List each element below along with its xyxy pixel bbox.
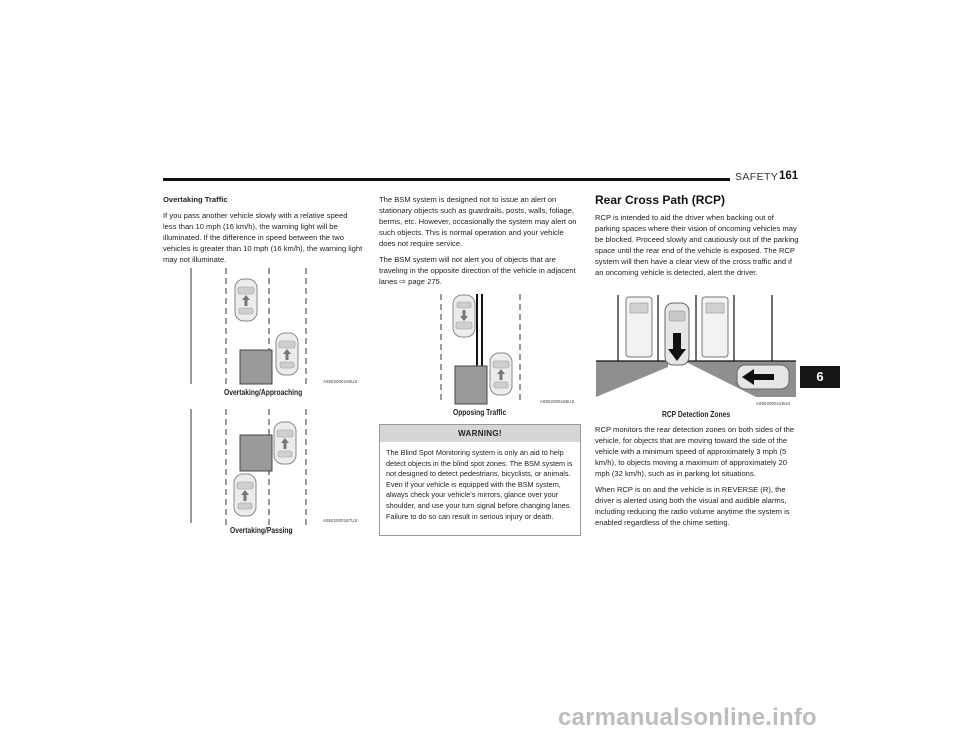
middle-column: The BSM system is designed not to issue … — [379, 194, 581, 292]
detection-zone — [239, 434, 273, 472]
figure1-code: A0502000166US — [323, 379, 358, 384]
overtaking-vehicle-icon — [275, 332, 299, 376]
figure4-caption: RCP Detection Zones — [662, 410, 731, 419]
right-column: Rear Cross Path (RCP) RCP is intended to… — [595, 193, 799, 283]
warning-box: WARNING! The Blind Spot Monitoring syste… — [379, 424, 581, 536]
running-header-section: SAFETY — [735, 171, 779, 183]
rcp-monitor-paragraph: RCP monitors the rear detection zones on… — [595, 425, 795, 478]
header-rule — [163, 178, 730, 181]
reverse-arrow-icon — [668, 333, 686, 361]
detection-zone — [454, 365, 488, 405]
page-number: 161 — [779, 170, 799, 182]
heading-rear-cross-path: Rear Cross Path (RCP) — [595, 193, 726, 207]
bsm-opposing-paragraph: The BSM system will not alert you of obj… — [379, 255, 576, 286]
rcp-reverse-paragraph: When RCP is on and the vehicle is in REV… — [595, 485, 790, 527]
subheading-overtaking-traffic: Overtaking Traffic — [163, 195, 228, 204]
detection-zone — [239, 349, 273, 385]
host-vehicle-icon — [489, 352, 513, 396]
figure2-code: A0502000167US — [323, 518, 358, 523]
figure-overtaking-passing — [190, 409, 307, 525]
figure1-caption: Overtaking/Approaching — [224, 388, 303, 397]
watermark: carmanualsonline.info — [558, 704, 817, 731]
section-tab[interactable]: 6 — [800, 366, 840, 388]
figure2-caption: Overtaking/Passing — [230, 526, 293, 535]
left-detection-zone — [596, 361, 668, 397]
page-reference-link[interactable]: page 275. — [408, 277, 442, 286]
left-column: Overtaking Traffic If you pass another v… — [163, 194, 363, 270]
warning-title: WARNING! — [380, 425, 580, 442]
passing-vehicle-icon — [273, 421, 297, 465]
host-vehicle-icon — [233, 473, 257, 517]
right-column-lower: RCP monitors the rear detection zones on… — [595, 424, 799, 533]
figure3-code: A0502000165US — [540, 399, 575, 404]
figure-rcp-detection-zones — [596, 295, 796, 397]
arrow-ref-icon: ⇨ — [399, 277, 406, 286]
figure-opposing-traffic — [440, 294, 521, 405]
figure-overtaking-approaching — [190, 268, 307, 386]
rcp-intro-paragraph: RCP is intended to aid the driver when b… — [595, 213, 799, 277]
figure3-caption: Opposing Traffic — [453, 408, 507, 417]
cross-traffic-arrow-icon — [742, 369, 774, 385]
bsm-stationary-paragraph: The BSM system is designed not to issue … — [379, 195, 577, 248]
overtaking-paragraph: If you pass another vehicle slowly with … — [163, 211, 363, 264]
host-vehicle-icon — [234, 278, 258, 322]
figure4-code: A0502000118US — [756, 401, 791, 406]
opposing-vehicle-icon — [452, 294, 476, 338]
warning-text: The Blind Spot Monitoring system is only… — [386, 448, 573, 521]
